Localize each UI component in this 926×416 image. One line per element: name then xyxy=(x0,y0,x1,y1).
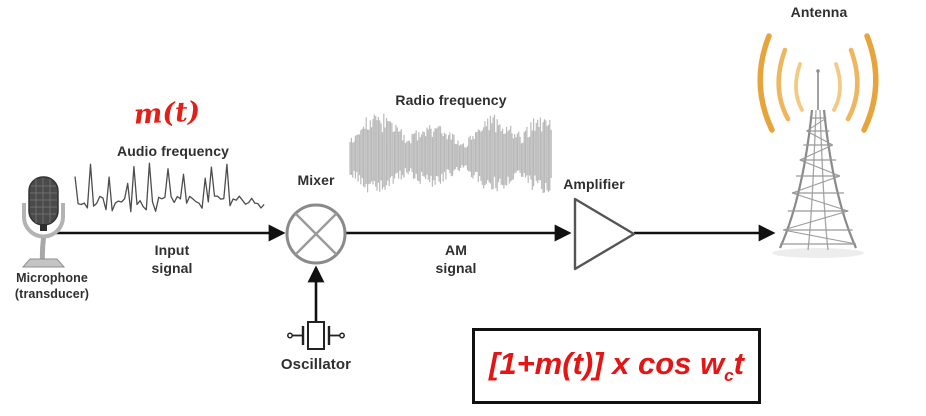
lattice-tower-icon xyxy=(772,69,864,258)
rf-waveform xyxy=(349,113,552,193)
radio-frequency-label: Radio frequency xyxy=(395,92,507,108)
oscillator-label: Oscillator xyxy=(280,356,352,373)
crystal-oscillator-icon xyxy=(287,321,345,350)
antenna-label: Antenna xyxy=(790,4,848,20)
audio-frequency-label: Audio frequency xyxy=(117,143,229,159)
amplifier-label: Amplifier xyxy=(563,176,625,192)
am-signal-label: AM signal xyxy=(435,242,477,276)
input-signal-label: Input signal xyxy=(151,242,193,276)
m-of-t-label: m(t) xyxy=(132,96,202,131)
microphone-icon xyxy=(21,176,66,268)
am-formula-text: [1+m(t)] x cos wct xyxy=(489,345,744,386)
am-formula-box: [1+m(t)] x cos wct xyxy=(472,328,761,404)
mixer-label: Mixer xyxy=(297,172,335,188)
audio-waveform xyxy=(74,162,265,213)
radio-waves-icon xyxy=(757,33,879,133)
amplifier-triangle-icon xyxy=(573,197,636,271)
microphone-label: Microphone (transducer) xyxy=(14,271,90,301)
signal-flow-arrows xyxy=(56,224,776,321)
mixer-circle-x-icon xyxy=(285,203,347,265)
